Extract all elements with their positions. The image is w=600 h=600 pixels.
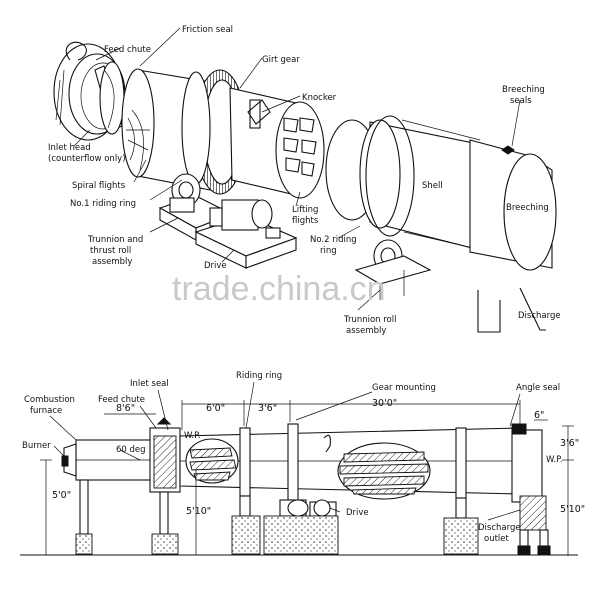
label-combustion-1: Combustion: [24, 395, 75, 405]
label-feed-chute-bottom: Feed chute: [98, 395, 145, 405]
feed-housing: [149, 417, 181, 555]
top-leader-lines: [73, 27, 521, 311]
dim-right-height: 5'10": [560, 504, 585, 515]
label-riding-ring-2b: ring: [320, 246, 337, 256]
mid-shell: [229, 87, 325, 199]
label-trunnion-roll-1: Trunnion roll: [343, 315, 396, 325]
bottom-leader-lines: [49, 381, 521, 521]
label-discharge-top: Discharge: [518, 311, 561, 321]
label-inlet-head-1: Inlet head: [48, 143, 91, 153]
breeching: [469, 139, 557, 333]
label-riding-ring-2a: No.2 riding: [310, 235, 357, 245]
combustion-furnace: [61, 439, 159, 555]
label-riding-ring-1: No.1 riding ring: [70, 199, 136, 209]
label-trunnion-thrust-2: thrust roll: [90, 246, 131, 256]
label-trunnion-roll-2: assembly: [346, 326, 386, 336]
drive-unit: [194, 199, 298, 269]
top-isometric-view: Friction seal Feed chute Girt gear Knock…: [48, 25, 561, 336]
label-combustion-2: furnace: [30, 406, 62, 416]
label-angle-seal: Angle seal: [516, 383, 560, 393]
label-lifting-flights-2: flights: [292, 216, 319, 226]
dim-end-offset: 6": [534, 410, 544, 421]
label-knocker: Knocker: [302, 93, 337, 103]
supports: [231, 495, 479, 555]
label-trunnion-thrust-3: assembly: [92, 257, 132, 267]
label-gear-mounting: Gear mounting: [372, 383, 436, 393]
label-burner: Burner: [22, 441, 51, 451]
dim-mid-height: 5'10": [186, 506, 211, 517]
dimension-lines: [40, 400, 574, 556]
kiln-shell: [179, 427, 521, 500]
dim-shell-length: 30'0": [372, 398, 397, 409]
label-slope: 60 deg: [116, 445, 146, 455]
label-friction-seal: Friction seal: [182, 25, 233, 35]
label-discharge-outlet-2: outlet: [484, 534, 510, 544]
dim-feed-to-inlet: 8'6": [116, 403, 135, 414]
label-girt-gear: Girt gear: [262, 55, 300, 65]
label-riding-ring-bottom: Riding ring: [236, 371, 282, 381]
trunnion-roll-assembly: [354, 239, 432, 300]
feed-chute: [99, 61, 125, 135]
label-feed-chute-top: Feed chute: [104, 45, 151, 55]
dim-ring-to-gear: 3'6": [258, 403, 277, 414]
dim-to-riding-ring: 6'0": [206, 403, 225, 414]
discharge-end: [511, 423, 551, 555]
label-breeching: Breeching: [506, 203, 549, 213]
label-inlet-seal: Inlet seal: [130, 379, 169, 389]
label-trunnion-thrust-1: Trunnion and: [87, 235, 143, 245]
dim-left-height: 5'0": [52, 490, 71, 501]
label-breeching-seals-2: seals: [510, 96, 532, 106]
label-wp-left: W.P.: [184, 431, 201, 441]
label-discharge-outlet-1: Discharge: [478, 523, 521, 533]
watermark: trade.china.cn: [172, 270, 386, 308]
label-wp-right: W.P.: [546, 455, 563, 465]
label-spiral-flights: Spiral flights: [72, 181, 126, 191]
lifting-flights-graphic: [283, 117, 317, 177]
label-inlet-head-2: (counterflow only): [48, 154, 126, 164]
label-shell: Shell: [422, 181, 443, 191]
bottom-elevation-view: Combustion furnace Feed chute Inlet seal…: [20, 371, 585, 556]
shell: [325, 115, 489, 253]
label-lifting-flights-1: Lifting: [292, 205, 318, 215]
label-drive-top: Drive: [204, 261, 227, 271]
label-drive-bottom: Drive: [346, 508, 369, 518]
dim-upper-right-height: 3'6": [560, 438, 579, 449]
label-breeching-seals-1: Breeching: [502, 85, 545, 95]
